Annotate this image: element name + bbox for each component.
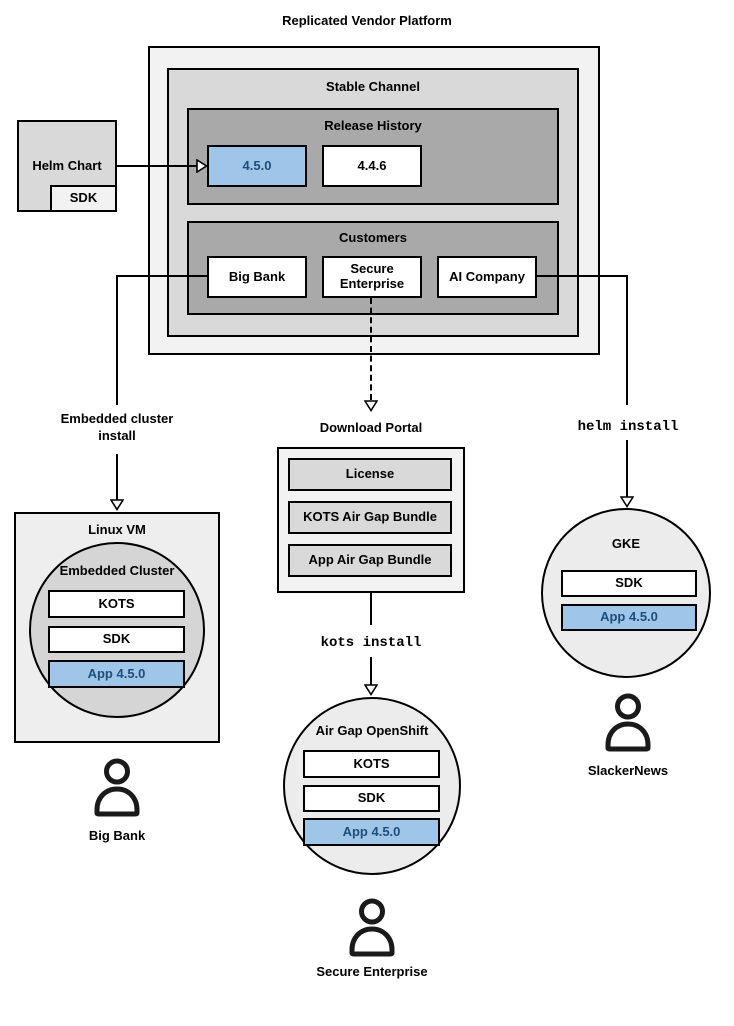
helm-chart-sdk-box: SDK: [50, 185, 117, 212]
arrowhead-down-icon: [620, 496, 634, 508]
linux-vm-label: Linux VM: [88, 522, 146, 537]
arrowhead-down-icon: [364, 400, 378, 412]
user-icon: [349, 898, 395, 957]
app-airgap-bundle-box: App Air Gap Bundle: [288, 544, 452, 577]
openshift-kots-box: KOTS: [303, 750, 440, 778]
secure-enterprise-user-label: Secure Enterprise: [316, 964, 428, 979]
bigbank-connector-v1: [116, 275, 118, 405]
customer-ai-company: AI Company: [437, 256, 537, 298]
openshift-sdk-box: SDK: [303, 785, 440, 812]
stable-channel-label: Stable Channel: [326, 79, 420, 94]
bigbank-connector-h: [117, 275, 207, 277]
gke-app-box: App 4.5.0: [561, 604, 697, 631]
diagram-title: Replicated Vendor Platform: [282, 13, 452, 28]
bigbank-connector-v2: [116, 454, 118, 500]
gke-sdk-box: SDK: [561, 570, 697, 597]
slackernews-user-label: SlackerNews: [587, 763, 669, 778]
kots-install-label: kots install: [320, 635, 422, 651]
release-history-label: Release History: [324, 118, 422, 133]
aicompany-connector-h: [537, 275, 627, 277]
customers-label: Customers: [339, 230, 407, 245]
portal-connector-v1: [370, 593, 372, 625]
helm-to-release-line: [117, 165, 197, 167]
license-box: License: [288, 458, 452, 491]
kots-airgap-bundle-box: KOTS Air Gap Bundle: [288, 501, 452, 534]
helm-install-label: helm install: [577, 419, 679, 435]
gke-label: GKE: [611, 536, 641, 551]
embedded-kots-box: KOTS: [48, 590, 185, 618]
embedded-cluster-label: Embedded Cluster: [59, 563, 175, 578]
embedded-app-box: App 4.5.0: [48, 660, 185, 688]
secure-dashed-line: [370, 298, 372, 400]
portal-connector-v2: [370, 657, 372, 685]
user-icon: [94, 758, 140, 817]
release-4-4-6: 4.4.6: [322, 145, 422, 187]
aicompany-connector-v2: [626, 440, 628, 497]
openshift-app-box: App 4.5.0: [303, 818, 440, 846]
download-portal-label: Download Portal: [319, 420, 423, 435]
release-4-5-0: 4.5.0: [207, 145, 307, 187]
customer-big-bank: Big Bank: [207, 256, 307, 298]
download-portal-box: License KOTS Air Gap Bundle App Air Gap …: [277, 447, 465, 593]
helm-chart-label: Helm Chart: [32, 158, 102, 173]
user-icon: [605, 693, 651, 752]
bigbank-user-label: Big Bank: [88, 828, 146, 843]
arrowhead-right-icon: [196, 159, 208, 173]
aicompany-connector-v1: [626, 275, 628, 405]
arrowhead-down-icon: [364, 684, 378, 696]
airgap-openshift-label: Air Gap OpenShift: [315, 723, 429, 738]
customer-secure-enterprise: Secure Enterprise: [322, 256, 422, 298]
embedded-install-label: Embedded cluster install: [60, 411, 174, 443]
embedded-sdk-box: SDK: [48, 626, 185, 653]
arrowhead-down-icon: [110, 499, 124, 511]
